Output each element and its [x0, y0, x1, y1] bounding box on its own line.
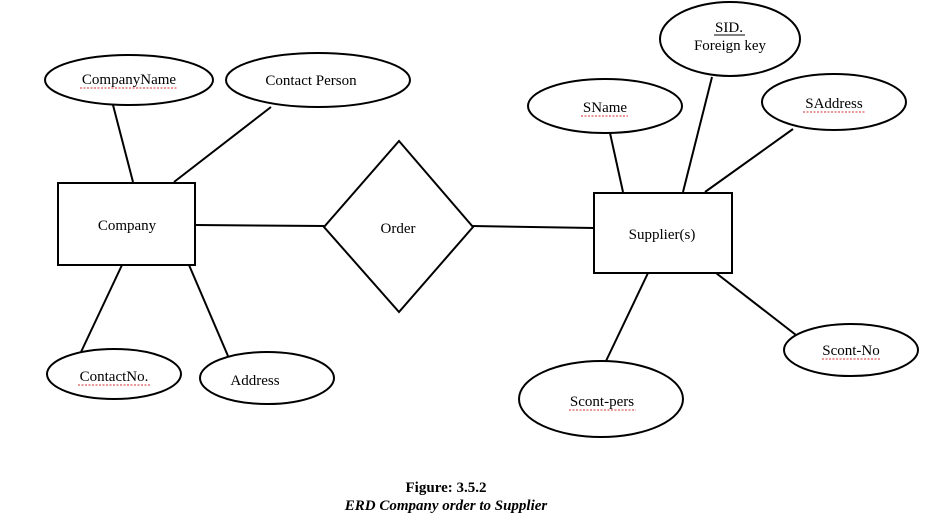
attribute-contactperson: Contact Person — [225, 52, 411, 108]
line-sname-supplier — [609, 132, 624, 193]
attribute-companyname-ellipse — [44, 54, 214, 106]
entity-company-label: Company — [98, 218, 157, 234]
relationship-order: Order — [322, 139, 475, 314]
line-company-address — [188, 264, 229, 357]
attribute-contactno: ContactNo. — [46, 348, 182, 400]
attribute-sid: SID. Foreign key — [659, 1, 801, 77]
attribute-saddress: SAddress — [761, 73, 907, 131]
line-supplier-scontpers — [605, 272, 649, 362]
attribute-contactperson-label: Contact Person — [265, 73, 357, 89]
attribute-sname: SName — [527, 78, 683, 134]
figure-number: Figure: 3.5.2 — [406, 480, 487, 496]
line-companyname-company — [112, 104, 134, 183]
attribute-scontno-label: Scont-No — [822, 343, 880, 359]
attribute-companyname-label: CompanyName — [82, 72, 176, 88]
entity-supplier-label: Supplier(s) — [629, 227, 696, 243]
attribute-address: Address — [199, 351, 335, 405]
line-company-contactno — [80, 264, 123, 353]
line-saddress-supplier — [704, 128, 794, 193]
line-company-order — [195, 224, 325, 227]
entity-supplier: Supplier(s) — [593, 192, 733, 274]
attribute-companyname: CompanyName — [44, 54, 214, 106]
line-contactperson-company — [173, 106, 272, 183]
line-supplier-scontno — [715, 272, 797, 336]
line-sid-supplier — [682, 76, 713, 193]
attribute-scontno-ellipse — [783, 323, 919, 377]
figure-caption: Figure: 3.5.2 ERD Company order to Suppl… — [344, 480, 548, 514]
connector-lines — [80, 76, 797, 362]
attribute-contactno-label: ContactNo. — [80, 369, 149, 385]
entity-company: Company — [57, 182, 196, 266]
figure-title: ERD Company order to Supplier — [344, 498, 548, 514]
attribute-scontpers-ellipse — [518, 360, 684, 438]
relationship-order-diamond — [322, 139, 475, 314]
attribute-scontpers: Scont-pers — [518, 360, 684, 438]
attribute-contactno-ellipse — [46, 348, 182, 400]
attribute-address-label: Address — [230, 373, 279, 389]
attribute-saddress-label: SAddress — [805, 96, 863, 112]
relationship-order-label: Order — [381, 221, 416, 237]
entity-supplier-box — [593, 192, 733, 274]
attribute-address-ellipse — [199, 351, 335, 405]
attribute-sid-ellipse — [659, 1, 801, 77]
line-order-supplier — [471, 225, 595, 229]
attribute-sid-label: SID. — [715, 20, 743, 36]
entity-company-box — [57, 182, 196, 266]
attribute-saddress-ellipse — [761, 73, 907, 131]
attribute-sid-note: Foreign key — [694, 38, 767, 54]
attribute-sname-label: SName — [583, 100, 628, 116]
attribute-scontpers-label: Scont-pers — [570, 394, 634, 410]
attribute-scontno: Scont-No — [783, 323, 919, 377]
attribute-contactperson-ellipse — [225, 52, 411, 108]
attribute-sname-ellipse — [527, 78, 683, 134]
